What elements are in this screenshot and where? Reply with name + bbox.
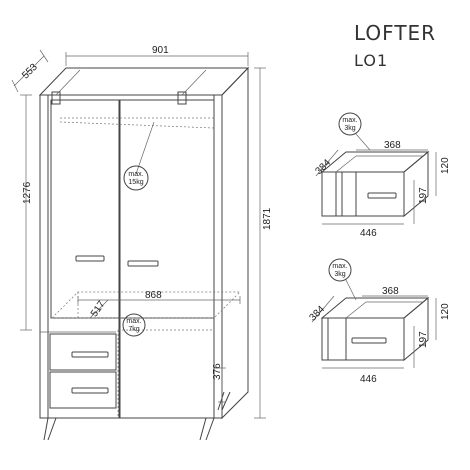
brand-title: LOFTER xyxy=(354,21,436,45)
total-height-label: 1871 xyxy=(262,207,273,230)
svg-text:max.: max. xyxy=(126,318,141,325)
left-door xyxy=(50,99,120,319)
model-code: LO1 xyxy=(354,51,388,70)
shelf-load-badge: max. 7kg xyxy=(122,313,146,337)
drawer-detail-bottom: 368 384 120 197 446 max. 3kg xyxy=(308,258,451,385)
lower-drawer-2-handle xyxy=(71,387,109,394)
drawer-top-handle xyxy=(367,192,397,199)
drawer-bottom-depth-label: 384 xyxy=(308,304,328,324)
svg-text:max.: max. xyxy=(332,263,347,270)
drawer-top-outer-width-label: 446 xyxy=(360,228,377,239)
lower-height-label: 376 xyxy=(212,363,223,380)
drawer-bottom-inner-height-label: 197 xyxy=(418,331,429,348)
left-door-handle xyxy=(75,255,105,262)
svg-text:3kg: 3kg xyxy=(344,125,355,132)
drawer-top-load-badge xyxy=(338,112,362,136)
drawer-bottom-front xyxy=(345,317,405,361)
drawer-top-width-label: 368 xyxy=(384,140,401,151)
wardrobe-side xyxy=(221,66,249,420)
depth-label: 553 xyxy=(20,61,40,81)
drawer-top-inner-height-label: 197 xyxy=(418,187,429,204)
back-right-leg xyxy=(217,391,231,411)
drawer-top-height-label: 120 xyxy=(440,157,451,174)
rail-load-badge: max. 15kg xyxy=(123,121,155,191)
drawer-detail-top: 368 384 120 197 446 max. 3kg xyxy=(314,112,451,239)
lower-drawer-1-handle xyxy=(71,351,109,358)
svg-text:7kg: 7kg xyxy=(128,326,139,333)
drawer-bottom-outer-width-label: 446 xyxy=(360,374,377,385)
svg-text:3kg: 3kg xyxy=(334,271,345,278)
upper-height-label: 1276 xyxy=(22,181,33,204)
svg-text:max.: max. xyxy=(128,171,143,178)
wardrobe-drawing xyxy=(38,66,250,441)
svg-text:15kg: 15kg xyxy=(128,179,143,186)
lower-drawer-2 xyxy=(49,371,117,409)
drawer-bottom-handle xyxy=(351,337,387,344)
right-door xyxy=(119,99,215,319)
front-right-leg xyxy=(199,417,215,441)
open-shelf xyxy=(51,291,241,319)
lower-drawer-1 xyxy=(49,333,117,371)
shelf-width-label: 868 xyxy=(145,290,162,301)
drawer-bottom-width-label: 368 xyxy=(382,286,399,297)
right-door-handle xyxy=(127,260,159,267)
drawer-bottom-load-badge xyxy=(328,258,352,282)
width-label: 901 xyxy=(152,45,169,56)
drawer-top-front xyxy=(335,171,405,217)
svg-text:max.: max. xyxy=(342,117,357,124)
drawer-top-depth-label: 384 xyxy=(314,157,334,177)
drawer-bottom-height-label: 120 xyxy=(440,303,451,320)
wardrobe-top xyxy=(38,67,250,96)
front-left-leg xyxy=(43,417,57,441)
